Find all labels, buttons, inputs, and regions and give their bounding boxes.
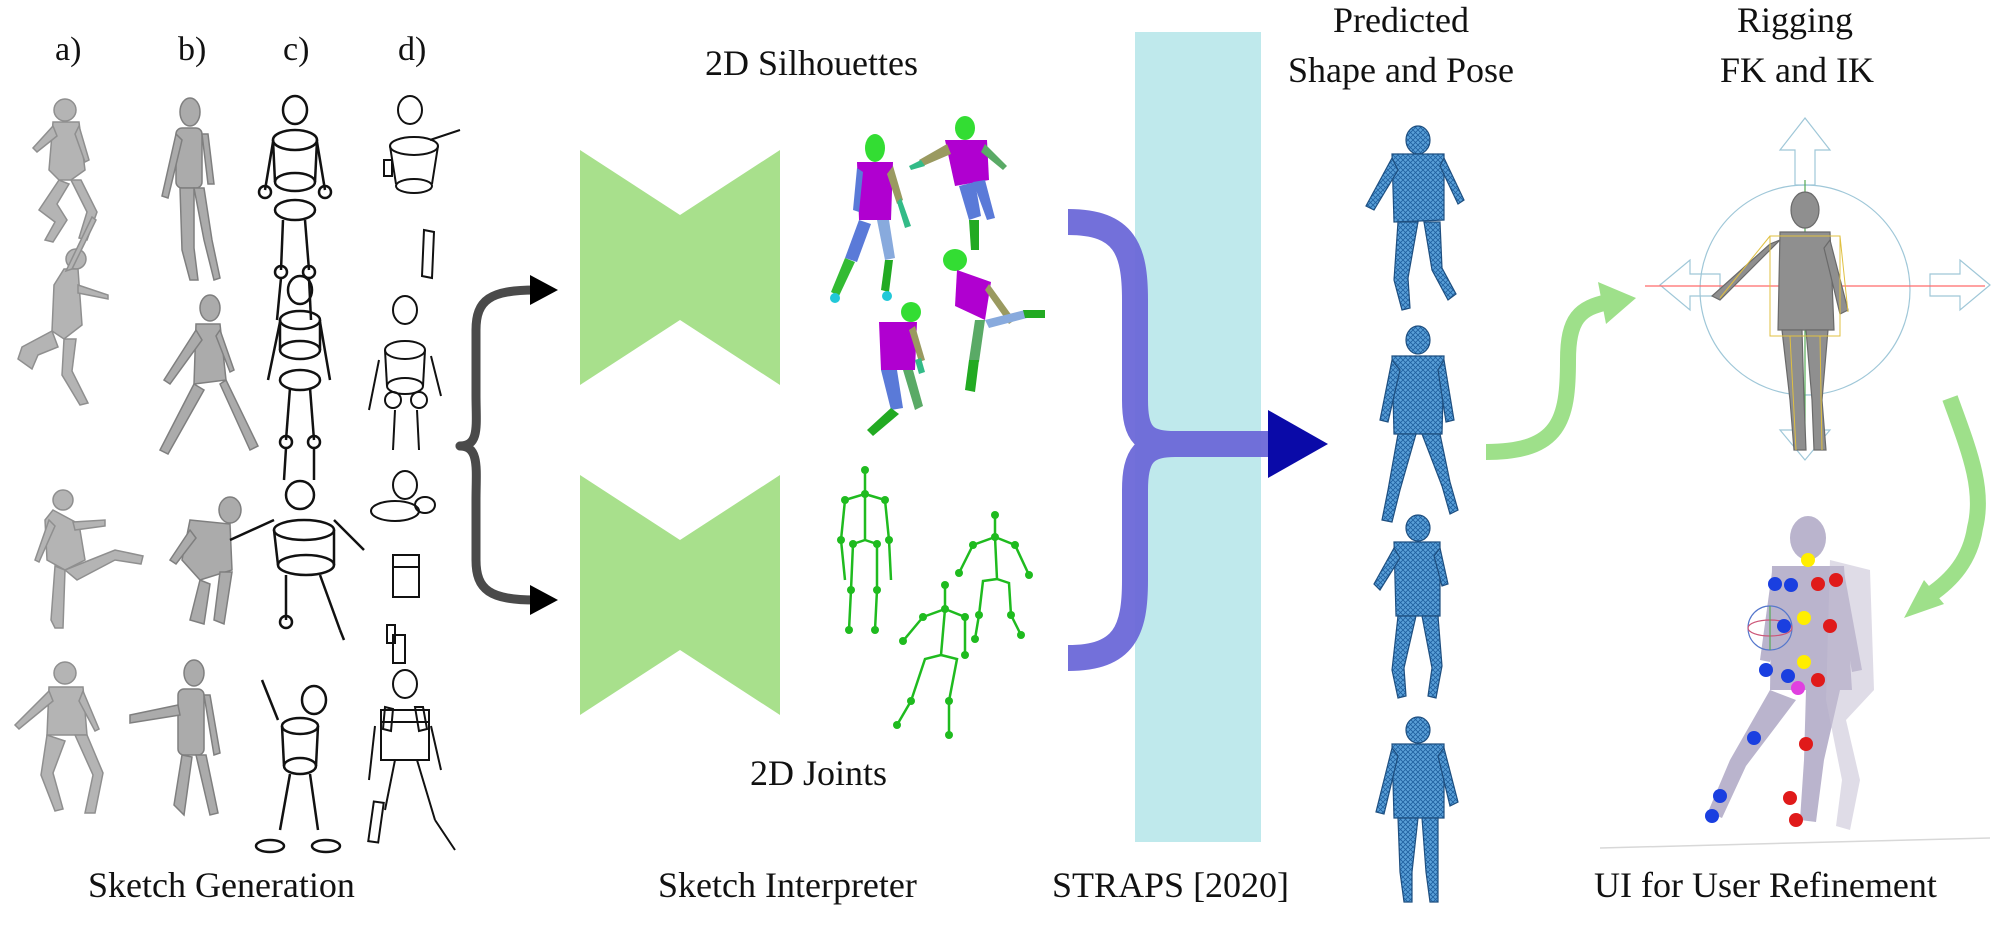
silhouette-figures: [830, 116, 1045, 436]
refinement-flow-arrow: [1925, 395, 1986, 602]
mannequin-model: [129, 659, 221, 817]
split-arrow: [455, 275, 558, 615]
joint-skeletons: [837, 466, 1033, 739]
silhouette-figure: [909, 116, 1007, 250]
sketch-generation-label: Sketch Generation: [88, 865, 355, 905]
predicted-label-line2: Shape and Pose: [1288, 50, 1514, 90]
joint-markers: [1705, 553, 1843, 827]
arrow-head: [530, 585, 558, 615]
output-arrow-head: [1268, 410, 1328, 478]
rigging-flow-arrow: [1485, 294, 1610, 460]
arrow-head: [530, 275, 558, 305]
sketch-interpreter-label: Sketch Interpreter: [658, 865, 917, 905]
silhouette-network: [580, 150, 780, 385]
mesh-figure: [1365, 125, 1465, 311]
sketch-figure: [367, 669, 456, 851]
predicted-meshes: [1365, 125, 1465, 903]
sketch-figure: [254, 679, 342, 854]
column-label-c: c): [283, 31, 309, 68]
body-model: [13, 661, 104, 814]
rigging-arrow-head: [1598, 282, 1636, 324]
silhouettes-label: 2D Silhouettes: [705, 43, 918, 83]
primitive-sketches: [229, 94, 365, 854]
refinement-arrow-head: [1904, 580, 1944, 618]
silhouette-figure: [867, 302, 925, 436]
partial-sketches: [367, 95, 461, 851]
mannequin-model: [158, 294, 259, 455]
mesh-figure: [1375, 716, 1459, 903]
column-label-a: a): [55, 31, 81, 68]
shaded-body-models: [13, 98, 144, 814]
mannequin-model: [161, 97, 221, 281]
sketch-figure: [257, 94, 333, 321]
rigging-label-line2: FK and IK: [1720, 50, 1874, 90]
joints-network: [580, 475, 780, 715]
gizmo-ring: [1747, 605, 1793, 651]
rigging-label-line1: Rigging: [1737, 0, 1853, 40]
mannequin-model: [168, 496, 242, 626]
silhouette-figure: [830, 134, 911, 303]
rig-bones: [1719, 235, 1849, 451]
body-model: [17, 215, 109, 406]
column-label-b: b): [178, 31, 206, 68]
sketch-figure: [229, 479, 365, 641]
joint-skeleton: [893, 581, 969, 739]
rigged-body: [1710, 191, 1849, 451]
straps-label: STRAPS [2020]: [1052, 865, 1289, 905]
joint-skeleton: [955, 511, 1033, 643]
sketch-figure: [383, 95, 461, 280]
silhouette-figure: [943, 249, 1045, 392]
mannequin-models: [129, 97, 259, 817]
joint-skeleton: [837, 466, 893, 634]
ui-refinement-label: UI for User Refinement: [1594, 865, 1937, 905]
refinement-body: [1599, 516, 1991, 849]
body-model: [34, 489, 144, 629]
column-label-d: d): [398, 31, 426, 68]
mesh-figure: [1379, 325, 1459, 523]
body-model: [31, 98, 98, 243]
sketch-figure: [368, 295, 442, 451]
predicted-label-line1: Predicted: [1333, 0, 1469, 40]
merge-bracket: [1067, 209, 1280, 671]
sketch-figure: [266, 274, 332, 481]
joints-label: 2D Joints: [750, 753, 887, 793]
sketch-figure: [370, 470, 436, 733]
mesh-figure: [1373, 514, 1449, 699]
